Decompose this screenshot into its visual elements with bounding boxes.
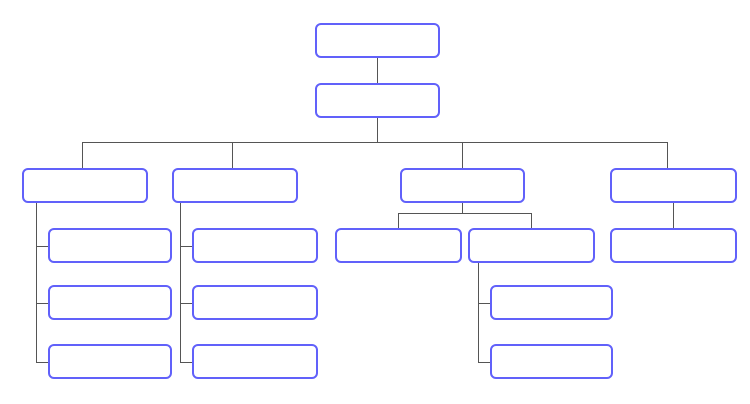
connector-branch3-drop xyxy=(462,203,463,213)
node-box-n14[interactable] xyxy=(490,285,613,320)
node-box-n16[interactable] xyxy=(192,344,318,379)
node-box-n3[interactable] xyxy=(22,168,148,203)
node-box-n10[interactable] xyxy=(468,228,595,263)
connector-branch2-spine xyxy=(180,203,181,362)
node-box-n15[interactable] xyxy=(48,344,172,379)
connector-branch3b-spine xyxy=(478,263,479,362)
connector-branch2-stub-2 xyxy=(180,303,192,304)
node-box-n4[interactable] xyxy=(172,168,298,203)
node-box-n12[interactable] xyxy=(48,285,172,320)
node-box-n17[interactable] xyxy=(490,344,613,379)
connector-branch1-stub-1 xyxy=(36,246,48,247)
connector-level3-bus xyxy=(82,142,667,143)
connector-bus-drop-branch3 xyxy=(462,142,463,168)
node-box-n13[interactable] xyxy=(192,285,318,320)
connector-branch4-to-child xyxy=(673,203,674,228)
connector-bus-drop-branch2 xyxy=(232,142,233,168)
connector-branch3b-stub-2 xyxy=(478,362,490,363)
node-box-n6[interactable] xyxy=(610,168,737,203)
connector-branch3-subbus xyxy=(398,213,532,214)
connector-bus-drop-branch1 xyxy=(82,142,83,168)
node-box-n8[interactable] xyxy=(192,228,318,263)
connector-branch1-stub-3 xyxy=(36,362,48,363)
connector-branch3b-stub-1 xyxy=(478,303,490,304)
connector-second-to-bus xyxy=(377,118,378,142)
node-box-n1[interactable] xyxy=(315,23,440,58)
node-box-n9[interactable] xyxy=(335,228,462,263)
node-box-n2[interactable] xyxy=(315,83,440,118)
connector-bus-drop-branch4 xyxy=(667,142,668,168)
node-box-n5[interactable] xyxy=(400,168,525,203)
connector-branch3-drop-left xyxy=(398,213,399,228)
node-box-n7[interactable] xyxy=(48,228,172,263)
connector-branch3-drop-right xyxy=(531,213,532,228)
connector-branch2-stub-1 xyxy=(180,246,192,247)
connector-branch1-stub-2 xyxy=(36,303,48,304)
connector-branch1-spine xyxy=(36,203,37,362)
node-box-n11[interactable] xyxy=(610,228,737,263)
connector-branch2-stub-3 xyxy=(180,362,192,363)
connector-root-to-second xyxy=(377,58,378,83)
